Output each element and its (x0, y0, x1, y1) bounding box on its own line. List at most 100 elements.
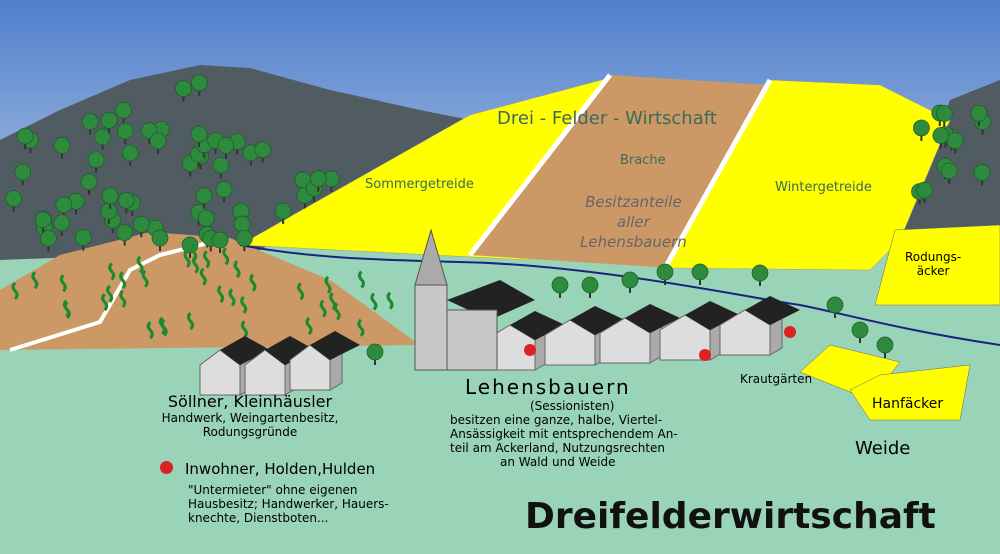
tree-icon (53, 214, 71, 236)
vine-icon (146, 321, 154, 340)
vine-icon (329, 292, 337, 311)
shares-line: Lehensbauern (580, 233, 687, 251)
three-field-title: Drei - Felder - Wirtschaft (497, 108, 717, 129)
vine-icon (136, 255, 144, 274)
soellner-block: Söllner, Kleinhäusler Handwerk, Weingart… (150, 392, 350, 439)
vine-icon (357, 318, 365, 337)
tree-icon (195, 187, 213, 209)
vine-icon (119, 289, 127, 308)
vine-icon (249, 273, 257, 292)
tree-icon (5, 190, 22, 212)
inwohner-markers (524, 326, 796, 361)
tree-icon (970, 104, 988, 127)
tree-icon (621, 271, 639, 293)
red-dot-icon (524, 344, 536, 356)
tree-icon (935, 105, 953, 127)
vine-icon (203, 250, 211, 269)
red-dot-icon (699, 349, 711, 361)
vine-icon (141, 269, 149, 288)
tree-icon (74, 229, 92, 251)
vine-icon (233, 260, 241, 279)
house-icon (719, 296, 800, 356)
vine-icon (319, 299, 327, 318)
tree-icon (116, 224, 134, 246)
tree-icon (656, 263, 674, 285)
vine-icon (190, 243, 198, 262)
vine-icon (31, 271, 39, 290)
tree-icon (175, 80, 192, 102)
houses (199, 296, 800, 396)
tree-icon (94, 128, 111, 150)
tree-icon (309, 170, 327, 192)
red-dot-icon (784, 326, 796, 338)
tree-icon (916, 181, 933, 204)
tree-icon (212, 156, 230, 179)
vineyard (0, 232, 420, 350)
tree-icon (751, 264, 769, 286)
vine-icon (119, 271, 127, 290)
house-icon (289, 331, 360, 391)
tree-icon (40, 230, 57, 252)
soellner-line: Rodungsgründe (202, 425, 298, 439)
tree-icon (87, 151, 105, 173)
shares-label: Besitzanteile aller Lehensbauern (580, 192, 687, 252)
inwohner-line: Hausbesitz; Handwerker, Hauers- (188, 497, 389, 511)
vine-icon (101, 293, 109, 312)
vine-icon (386, 291, 394, 310)
vine-icon (228, 288, 236, 307)
soellner-line: Handwerk, Weingartenbesitz, (161, 411, 339, 425)
tree-icon (100, 111, 118, 134)
cabbage-label: Krautgärten (740, 372, 813, 386)
clearing-label: Rodungs- äcker (905, 250, 961, 278)
tree-icon (34, 211, 52, 233)
vine-icon (324, 275, 332, 295)
tree-icon (215, 181, 233, 203)
vine-icon (217, 285, 225, 304)
hemp-label: Hanfäcker (872, 396, 944, 412)
tree-icon (149, 132, 167, 154)
fallow-border-left (468, 73, 612, 257)
tree-icon (190, 74, 208, 96)
tree-icon (53, 137, 71, 159)
tree-icon (254, 141, 271, 163)
inwohner-title: Inwohner, Holden,Hulden (185, 460, 376, 478)
tree-icon (55, 196, 73, 218)
vine-icon (11, 281, 19, 301)
tree-icon (826, 296, 844, 318)
tree-icon (16, 127, 34, 150)
tree-icon (190, 125, 208, 148)
house-icon (659, 301, 740, 361)
clearing-line: äcker (916, 264, 950, 278)
tree-icon (973, 164, 991, 186)
tree-icon (274, 202, 292, 225)
inwohner-line: "Untermieter" ohne eigenen (188, 483, 358, 497)
fallow-border-right (662, 78, 773, 270)
soellner-title: Söllner, Kleinhäusler (167, 392, 333, 411)
stream (239, 244, 1000, 346)
main-title: Dreifelderwirtschaft (525, 496, 936, 537)
vineyard-path (9, 238, 221, 352)
clearing-line: Rodungs- (905, 250, 962, 264)
tree-icon (80, 173, 98, 195)
tree-icon (932, 127, 950, 149)
house-icon (599, 304, 680, 364)
hemp-field (849, 364, 971, 421)
vine-icon (240, 320, 248, 339)
vine-icon (357, 270, 365, 289)
fallow-label: Brache (620, 153, 666, 168)
lehensbauern-subtitle: (Sessionisten) (530, 399, 615, 413)
tree-icon (236, 229, 253, 252)
tree-icon (116, 122, 134, 145)
inwohner-block: Inwohner, Holden,Hulden "Untermieter" oh… (160, 459, 389, 525)
tree-icon (366, 343, 384, 365)
tree-icon (581, 276, 599, 298)
trees (5, 74, 991, 365)
tree-icon (151, 229, 169, 251)
vine-icon (199, 267, 207, 286)
tree-icon (121, 144, 139, 167)
tree-icon (551, 276, 569, 298)
clearing-field (874, 224, 1000, 306)
tree-icon (115, 101, 132, 124)
tree-icon (940, 162, 958, 184)
vine-icon (186, 312, 194, 331)
